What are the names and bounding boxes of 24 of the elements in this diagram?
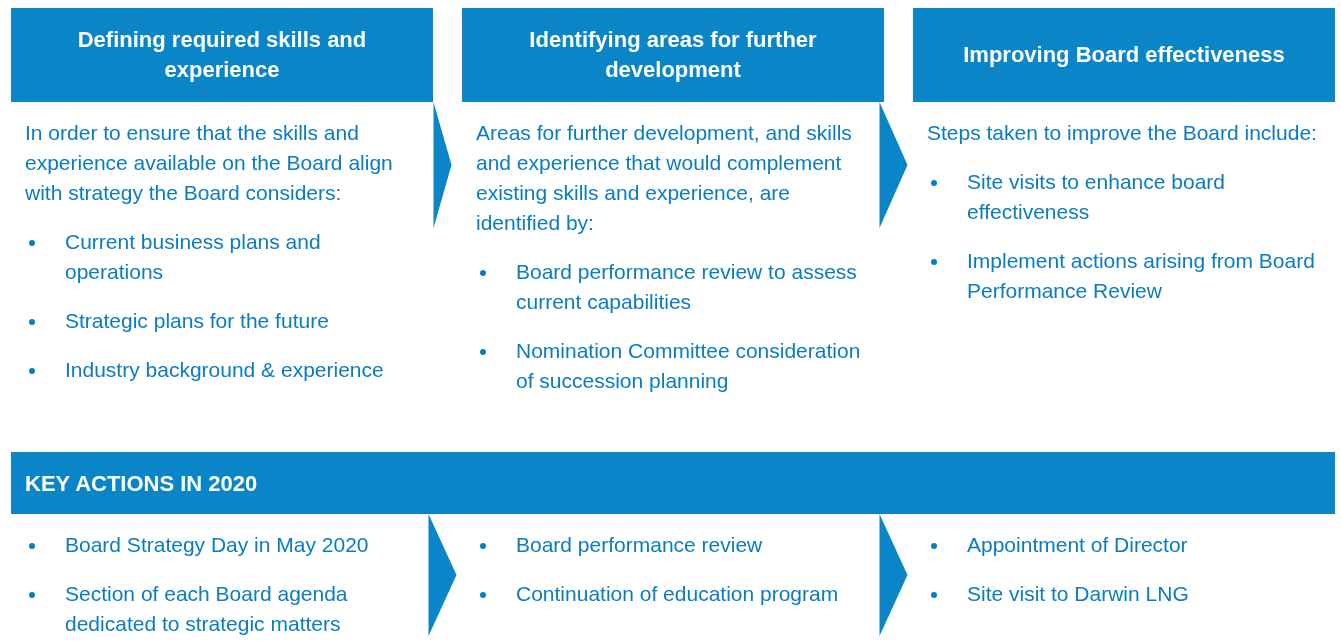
bullet-text: Appointment of Director <box>967 532 1188 558</box>
header-box: Identifying areas for further development <box>462 8 884 102</box>
bullet-text: Section of each Board agenda dedicated to strategic matters <box>65 581 349 637</box>
section-heading: KEY ACTIONS IN 2020 <box>25 469 258 498</box>
chevron-arrow <box>428 514 457 636</box>
bullet-text: Implement actions arising from Board Performance Review <box>967 248 1316 304</box>
header-box: Defining required skills and experience <box>11 8 433 102</box>
bullet-text: Site visit to Darwin LNG <box>967 581 1189 607</box>
bullet-text: Industry background & experience <box>65 357 384 383</box>
bullet-text: Board Strategy Day in May 2020 <box>65 532 369 558</box>
bullet-text: Board performance review to assess current capabilities <box>516 259 858 315</box>
bullet-text: Current business plans and operations <box>65 229 322 285</box>
header-box: Improving Board effectiveness <box>913 8 1335 102</box>
bullet-text: Board performance review <box>516 532 763 558</box>
bullet-text: Site visits to enhance board effectiveness <box>967 169 1226 225</box>
intro-text: In order to ensure that the skills and experience available on the Board align with strategy the Board considers: <box>25 120 394 206</box>
intro-text: Steps taken to improve the Board include: <box>927 120 1318 146</box>
bullet-text: Nomination Committee consideration of succession planning <box>516 338 862 394</box>
section-band <box>11 452 1335 514</box>
chevron-arrow <box>879 102 908 228</box>
intro-text: Areas for further development, and skills and experience that would complement existing skills and experience, are identified by: <box>476 120 853 236</box>
bullet-text: Continuation of education program <box>516 581 839 607</box>
bullet-text: Strategic plans for the future <box>65 308 329 334</box>
chevron-arrow <box>879 514 908 636</box>
